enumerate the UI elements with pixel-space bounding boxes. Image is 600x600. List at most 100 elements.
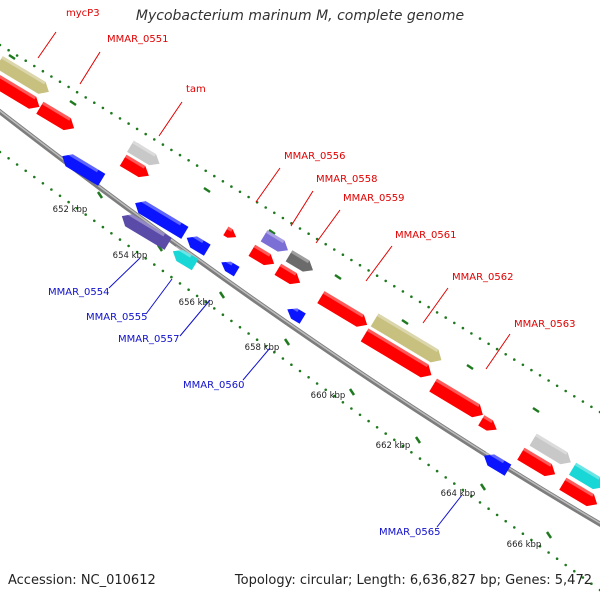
minor-tick — [203, 186, 211, 194]
gene-mmar0559 — [285, 250, 314, 272]
tick-dot — [75, 207, 79, 210]
tick-dot — [33, 64, 36, 68]
gene-mmar0558 — [260, 230, 289, 252]
tick-dot — [281, 216, 285, 220]
tick-dot — [230, 185, 233, 188]
kbp-label: 656 kbp — [179, 298, 214, 308]
leader-line — [255, 167, 281, 203]
tick-dot — [478, 501, 482, 504]
gene-mmar0564-body — [478, 415, 497, 431]
tick-dot — [118, 117, 122, 120]
leader-line — [290, 190, 314, 227]
tick-dot — [281, 357, 285, 360]
gene-mmar0550-shine — [0, 75, 37, 100]
tick-dot — [178, 282, 182, 285]
tick-dot — [144, 132, 147, 136]
tick-dot — [178, 153, 182, 157]
gene-mycP3-shine — [1, 56, 46, 85]
gene-red-c-body — [517, 447, 556, 477]
gene-mmar0555-shine — [174, 245, 192, 258]
gene-rev-b-body — [135, 201, 189, 239]
gene-silver-b-body — [529, 433, 571, 465]
tick-dot — [538, 544, 542, 548]
kbp-label: 652 kbp — [53, 205, 88, 215]
tick-dot — [521, 363, 525, 367]
gene-label-mmar_0561: MMAR_0561 — [395, 230, 457, 241]
gene-label-mmar_0555: MMAR_0555 — [86, 312, 148, 323]
gene-red-d — [559, 477, 598, 507]
tick-dot — [358, 413, 362, 417]
tick-dot — [341, 401, 345, 404]
gene-mmar0551 — [36, 101, 75, 131]
tick-dot — [135, 250, 139, 254]
tick-dot — [453, 321, 456, 325]
tick-dot — [418, 300, 422, 304]
gene-cyan-b-shine — [574, 462, 600, 480]
tick-dot — [401, 444, 405, 448]
leader-line — [315, 209, 341, 244]
tick-dot — [547, 379, 550, 382]
gene-mmar0557 — [221, 257, 240, 277]
tick-dot — [84, 213, 87, 216]
tick-dot — [581, 576, 585, 579]
tick-dot — [195, 164, 199, 167]
gene-mmar0564 — [478, 415, 497, 431]
minor-tick — [268, 228, 276, 236]
gene-label-mmar_0560: MMAR_0560 — [183, 380, 245, 391]
gene-mmar0550 — [0, 75, 40, 109]
gene-mmar0558-body — [260, 230, 289, 252]
tick-dot — [401, 290, 405, 293]
gene-mmar0563 — [429, 378, 483, 418]
gene-cyan-b — [568, 462, 600, 490]
tick-dot — [15, 163, 19, 166]
tick-dot — [187, 288, 190, 292]
kbp-label: 666 kbp — [507, 540, 542, 550]
kbp-label: 662 kbp — [376, 441, 411, 451]
gene-rev-c-body — [186, 236, 211, 256]
gene-mmar0551-shine — [41, 101, 71, 121]
tick-dot — [453, 482, 456, 485]
tick-dot — [375, 426, 379, 429]
tick-dot — [350, 407, 353, 410]
tick-dot — [247, 332, 250, 335]
gene-mmar0556 — [223, 226, 237, 238]
tick-dot — [161, 269, 165, 273]
tick-dot — [495, 347, 499, 351]
tick-dot — [590, 582, 593, 585]
tick-dot — [410, 451, 413, 454]
tick-dot — [273, 350, 276, 354]
gene-mmar0559-shine — [290, 250, 310, 264]
tick-dot — [75, 90, 79, 94]
gene-red-d-body — [559, 477, 598, 507]
gene-mmar0558b-shine — [253, 244, 271, 257]
major-tick — [348, 388, 356, 396]
gene-mmar0563-body — [429, 378, 483, 418]
tick-dot — [273, 211, 276, 215]
tick-dot — [238, 190, 242, 194]
tick-dot — [435, 311, 439, 314]
gene-mmar0562-body — [370, 313, 442, 363]
gene-red-c — [517, 447, 556, 477]
major-tick — [479, 483, 487, 491]
tick-dot — [333, 394, 336, 398]
gene-label-mmar_0562: MMAR_0562 — [452, 272, 514, 283]
tick-dot — [547, 551, 550, 554]
accession-text: Accession: NC_010612 — [8, 573, 156, 588]
major-tick — [96, 191, 104, 199]
tick-dot — [367, 419, 370, 423]
gene-mycP3-body — [0, 56, 49, 94]
tick-dot — [487, 507, 490, 511]
gene-mmar0560 — [287, 304, 306, 324]
map-title: Mycobacterium marinum M, complete genome — [135, 8, 465, 24]
tick-dot — [290, 363, 293, 367]
tick-dot — [24, 59, 28, 62]
minor-tick — [8, 53, 16, 61]
tick-dot — [435, 469, 439, 473]
minor-tick — [466, 363, 474, 371]
gene-mmar0564-shine — [482, 415, 493, 423]
major-tick — [218, 291, 226, 299]
leader-line — [108, 257, 141, 289]
tick-dot — [333, 248, 336, 251]
tick-dot — [195, 294, 199, 298]
tick-dot — [384, 279, 388, 283]
